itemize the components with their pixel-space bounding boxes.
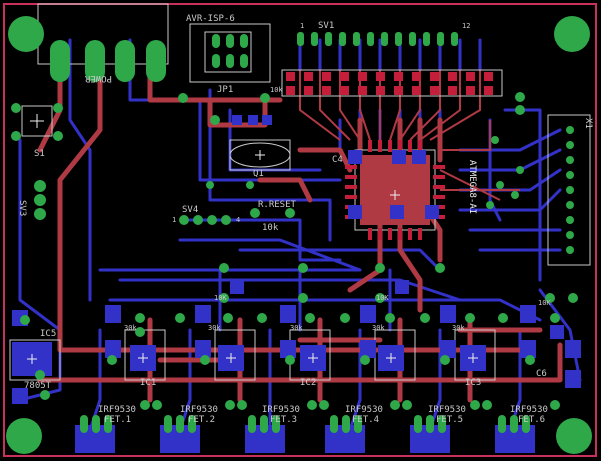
sv1-pin1-label: 1 — [300, 22, 304, 30]
fet-type-2: IRF9530 — [180, 405, 218, 415]
ic2-label: IC2 — [300, 378, 316, 388]
r10k-label-3: 10K — [538, 299, 551, 307]
board-outline — [3, 3, 597, 457]
r10k-label-2: 10K — [376, 294, 389, 302]
fet-type-1: IRF9530 — [98, 405, 136, 415]
q1-label: Q1 — [253, 169, 264, 179]
r30k-label-4: 30k — [372, 324, 385, 332]
r10k-label-1: 10K — [214, 294, 227, 302]
c6-label: C6 — [536, 369, 547, 379]
reset-label: R.RESET — [258, 200, 297, 210]
sv4-label: SV4 — [182, 205, 198, 215]
fet3-label: FET.3 — [270, 415, 297, 425]
smd-blue-pads — [12, 115, 581, 404]
sv3-label: SV3 — [17, 200, 27, 216]
fet2-label: FET.2 — [188, 415, 215, 425]
reset-value-label: 10k — [262, 223, 279, 233]
ic3-label: IC3 — [465, 378, 481, 388]
mounting-holes — [6, 16, 592, 454]
top-copper-thin — [299, 70, 520, 201]
resistor-value-label: 10k — [270, 86, 283, 94]
resistor-array — [281, 69, 503, 97]
bottom-copper-traces — [18, 38, 582, 432]
sv1-pin12-label: 12 — [462, 22, 470, 30]
r30k-label-1: 30k — [124, 324, 137, 332]
fet-type-4: IRF9530 — [345, 405, 383, 415]
x1-label: X1 — [583, 118, 593, 129]
regulator-label: 7805T — [24, 381, 52, 391]
sv4-pin1-label: 1 — [172, 216, 176, 224]
ic1-label: IC1 — [140, 378, 156, 388]
ic5-label: IC5 — [40, 329, 56, 339]
crosshair-markers — [27, 114, 478, 364]
power-label: POWER — [84, 73, 112, 83]
r30k-label-2: 30k — [208, 324, 221, 332]
r30k-label-5: 30k — [452, 324, 465, 332]
mcu-label: ATMEGA8-AI — [467, 160, 477, 214]
s1-label: S1 — [34, 149, 45, 159]
jp1-label: JP1 — [217, 85, 233, 95]
fet4-label: FET.4 — [352, 415, 379, 425]
fet-type-5: IRF9530 — [428, 405, 466, 415]
sv4-pin4-label: 4 — [236, 216, 240, 224]
r30k-label-3: 30k — [290, 324, 303, 332]
fet-pads — [75, 415, 535, 453]
sv1-label: SV1 — [318, 21, 334, 31]
vias — [11, 92, 578, 410]
sv1-header-pads — [297, 32, 458, 46]
avr-isp-label: AVR-ISP-6 — [186, 14, 235, 24]
c4-label: C4 — [332, 155, 343, 165]
fet1-label: FET.1 — [104, 415, 131, 425]
isp-header-pads — [212, 34, 248, 68]
fet5-label: FET.5 — [436, 415, 463, 425]
power-connector-pads — [50, 40, 166, 82]
fet-type-6: IRF9530 — [510, 405, 548, 415]
fet-type-3: IRF9530 — [262, 405, 300, 415]
fet6-label: FET.6 — [518, 415, 545, 425]
